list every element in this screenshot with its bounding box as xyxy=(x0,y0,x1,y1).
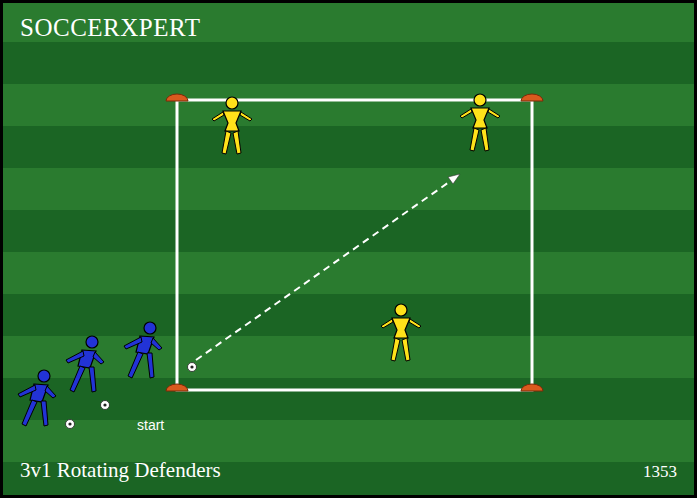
pass-line xyxy=(196,180,452,360)
defender xyxy=(381,304,421,361)
brand-logo: SOCCERXPERT xyxy=(20,14,200,42)
waiting-player xyxy=(124,322,162,378)
waiting-player xyxy=(18,370,56,426)
attacker xyxy=(460,94,500,151)
grid-square xyxy=(177,100,532,390)
cone xyxy=(166,94,188,101)
pass-arrowhead xyxy=(448,174,460,184)
drill-caption: 3v1 Rotating Defenders xyxy=(20,458,221,483)
cone xyxy=(521,94,543,101)
cone xyxy=(521,384,543,391)
diagram-number: 1353 xyxy=(643,462,677,482)
ball xyxy=(101,401,110,410)
cone xyxy=(166,384,188,391)
waiting-player xyxy=(66,336,104,392)
ball xyxy=(66,420,75,429)
ball xyxy=(188,363,197,372)
start-label: start xyxy=(137,417,164,433)
attacker xyxy=(212,97,252,154)
